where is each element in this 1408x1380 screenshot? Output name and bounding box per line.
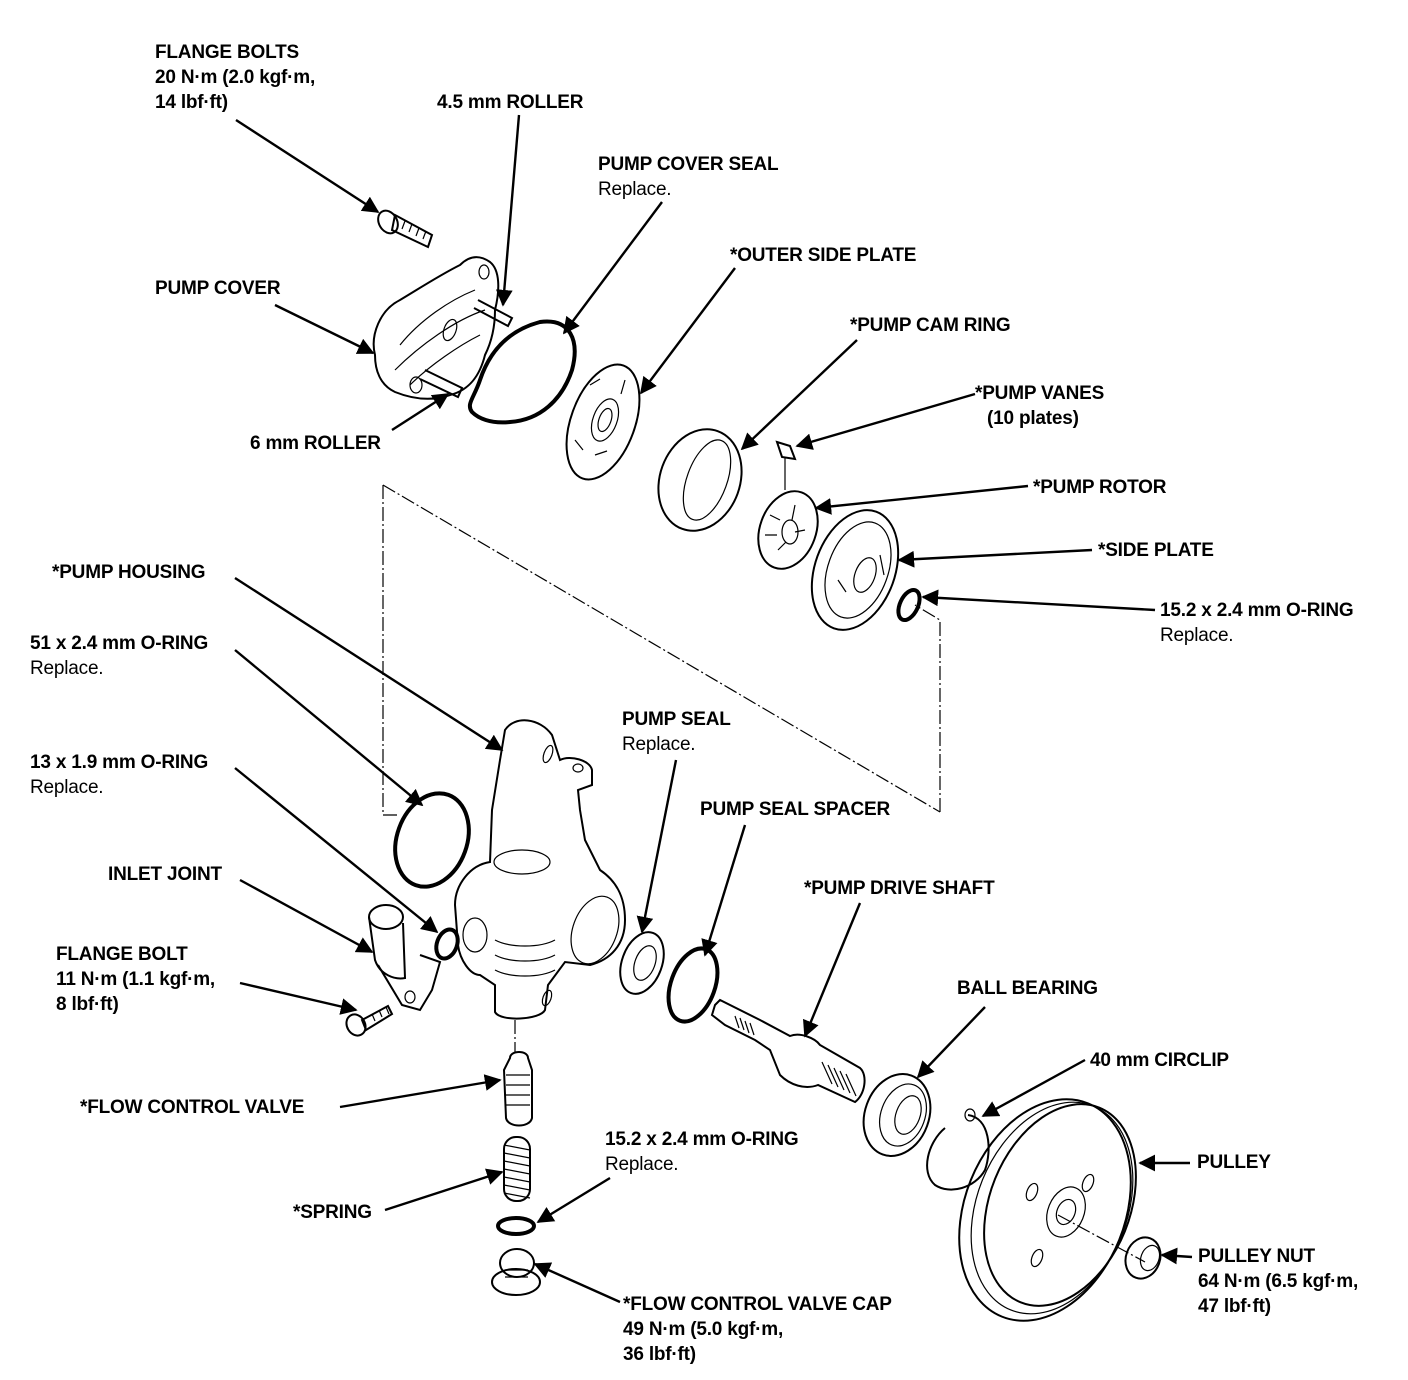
label-pulley-nut: PULLEY NUT 64 N·m (6.5 kgf·m, 47 lbf·ft) xyxy=(1198,1246,1359,1317)
label-pump-cam-ring: *PUMP CAM RING xyxy=(850,315,1011,336)
pump-housing-part xyxy=(453,719,627,1020)
label-flow-control-valve-cap: *FLOW CONTROL VALVE CAP 49 N·m (5.0 kgf·… xyxy=(623,1294,892,1365)
pulley-part xyxy=(958,1098,1137,1322)
pump-cover-seal-part xyxy=(467,319,577,425)
label-ball-bearing: BALL BEARING xyxy=(957,978,1098,999)
inlet-joint-part xyxy=(368,904,442,1012)
label-circlip-40: 40 mm CIRCLIP xyxy=(1090,1050,1229,1071)
oring-13-part xyxy=(434,927,460,961)
oring-51-part xyxy=(393,791,471,889)
flow-control-valve-cap-part xyxy=(491,1248,541,1296)
leader-lines xyxy=(234,114,1193,1304)
label-oring-51: 51 x 2.4 mm O-RING Replace. xyxy=(30,633,209,679)
oring-15-2-bottom-part xyxy=(496,1216,536,1236)
label-pump-vanes: *PUMP VANES (10 plates) xyxy=(975,383,1105,429)
label-spring: *SPRING xyxy=(293,1202,372,1223)
label-pump-seal: PUMP SEAL Replace. xyxy=(622,709,731,755)
label-pump-cover-seal: PUMP COVER SEAL Replace. xyxy=(598,154,779,200)
label-flange-bolts: FLANGE BOLTS 20 N·m (2.0 kgf·m, 14 lbf·f… xyxy=(155,42,316,113)
label-side-plate: *SIDE PLATE xyxy=(1098,540,1214,561)
roller-4-5-part xyxy=(473,299,514,328)
label-oring-15-2-top: 15.2 x 2.4 mm O-RING Replace. xyxy=(1160,600,1354,646)
ball-bearing-part xyxy=(862,1073,932,1157)
label-pump-housing: *PUMP HOUSING xyxy=(52,562,206,583)
label-pulley: PULLEY xyxy=(1197,1152,1271,1173)
outer-side-plate-part xyxy=(565,363,641,481)
label-inlet-joint: INLET JOINT xyxy=(108,864,222,885)
pulley-nut-part xyxy=(1124,1236,1162,1280)
pump-drive-shaft-part xyxy=(710,998,866,1104)
flange-bolt-part xyxy=(345,1004,394,1037)
label-pump-cover: PUMP COVER xyxy=(155,278,281,299)
oring-15-2-top-part xyxy=(896,588,922,622)
pump-cam-ring-part xyxy=(657,428,743,532)
label-roller-6: 6 mm ROLLER xyxy=(250,433,381,454)
pump-seal-spacer-part xyxy=(666,946,720,1024)
pump-rotor-part xyxy=(757,490,819,570)
label-flange-bolt: FLANGE BOLT 11 N·m (1.1 kgf·m, 8 lbf·ft) xyxy=(56,944,216,1015)
label-roller-4-5: 4.5 mm ROLLER xyxy=(437,92,584,113)
flow-control-valve-part xyxy=(502,1051,533,1127)
label-pump-rotor: *PUMP ROTOR xyxy=(1033,477,1167,498)
spring-part xyxy=(503,1136,531,1202)
circlip-40-part xyxy=(926,1108,990,1191)
pump-seal-part xyxy=(619,931,665,995)
roller-6-part xyxy=(419,369,464,399)
side-plate-part xyxy=(810,509,900,631)
label-outer-side-plate: *OUTER SIDE PLATE xyxy=(730,245,917,266)
label-pump-seal-spacer: PUMP SEAL SPACER xyxy=(700,799,891,820)
label-flow-control-valve: *FLOW CONTROL VALVE xyxy=(80,1097,305,1118)
label-oring-15-2-bottom: 15.2 x 2.4 mm O-RING Replace. xyxy=(605,1129,799,1175)
label-oring-13: 13 x 1.9 mm O-RING Replace. xyxy=(30,752,209,798)
flange-bolts-part xyxy=(377,209,434,249)
label-pump-drive-shaft: *PUMP DRIVE SHAFT xyxy=(804,878,995,899)
assembly-centerlines xyxy=(382,484,1146,1263)
pump-vane-part xyxy=(775,440,797,490)
